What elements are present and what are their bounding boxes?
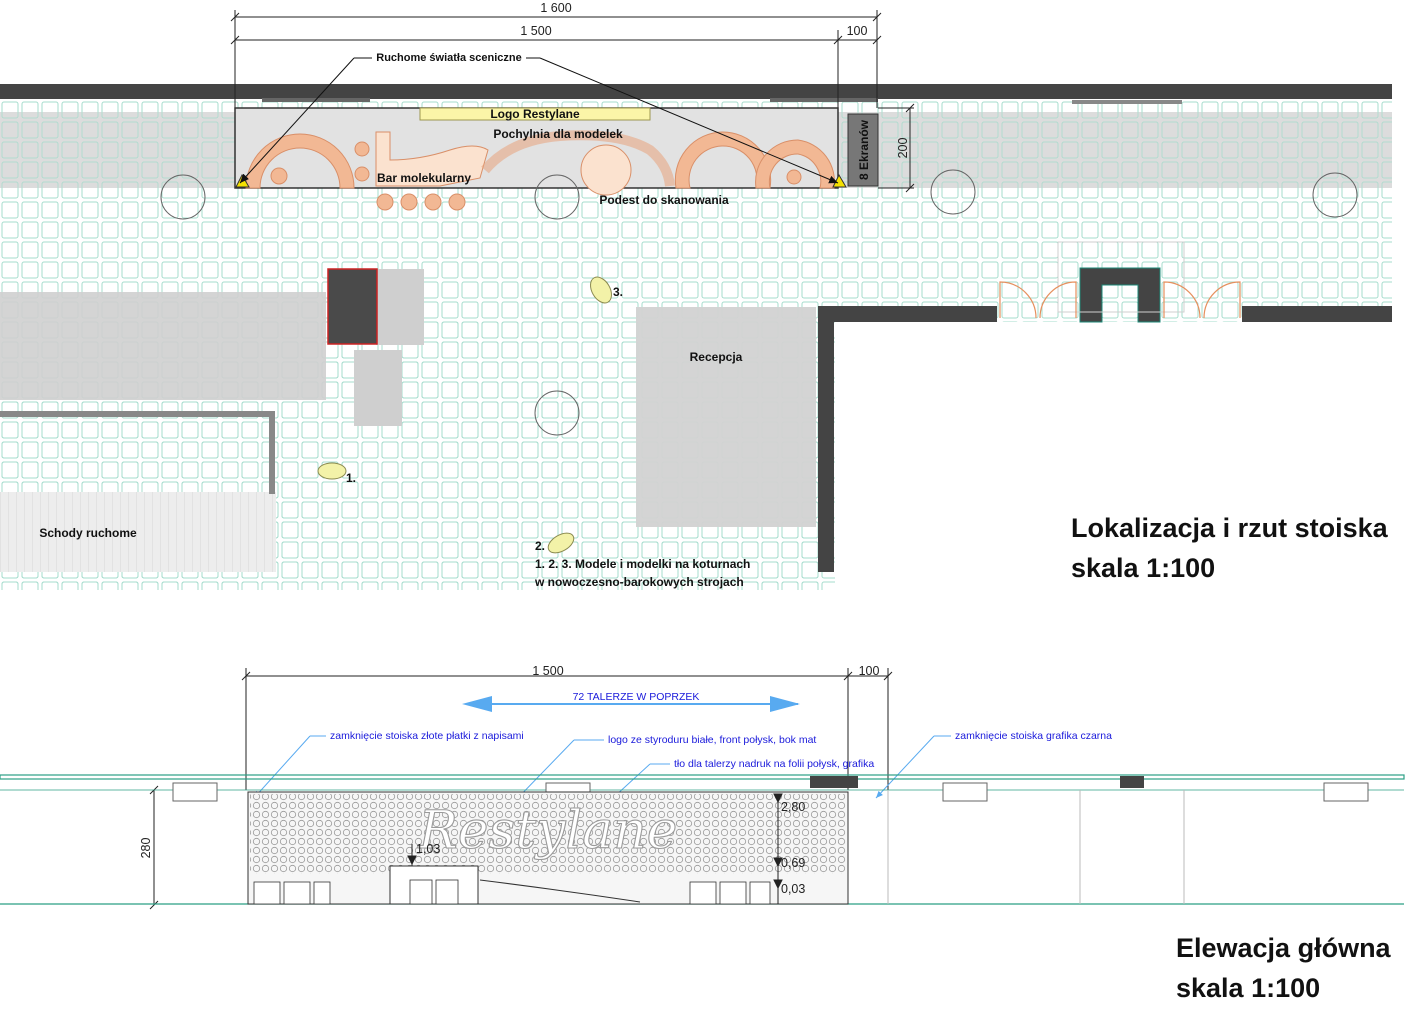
- dim-depth: 200: [896, 138, 910, 159]
- ramp-label: Pochylnia dla modelek: [493, 127, 623, 141]
- plan-title-line1: Lokalizacja i rzut stoiska: [1071, 513, 1388, 543]
- molecular-bar: [375, 131, 489, 187]
- lights-arrow-right: [539, 57, 839, 184]
- reception: [636, 307, 816, 527]
- floor-plan: 1 600 1 500 100 200 Logo Restylane: [0, 1, 1414, 602]
- model-2-label: 2.: [535, 539, 545, 553]
- dim-side: 100: [847, 24, 868, 38]
- plates-pattern: [250, 794, 846, 874]
- elev-dim-main: 1 500: [532, 664, 563, 678]
- models-note-2: w nowoczesno-barokowych strojach: [534, 575, 744, 589]
- elevation-title: Elewacja główna skala 1:100: [1176, 928, 1391, 1008]
- height-069: 0,69: [781, 856, 805, 870]
- doors: [999, 281, 1241, 319]
- plates-arrow-right: [770, 696, 800, 712]
- screens-label: 8 Ekranów: [857, 119, 871, 180]
- right-wall: [818, 306, 997, 572]
- logo-note: logo ze styroduru białe, front połysk, b…: [608, 734, 816, 746]
- model-3-label: 3.: [613, 285, 623, 299]
- black-leader: [875, 735, 935, 799]
- screens-block: [847, 113, 879, 187]
- height-103: 1,03: [416, 842, 440, 856]
- logo-label: Logo Restylane: [490, 107, 580, 121]
- wall-opening-3: [1072, 100, 1182, 104]
- right-wall-segment: [1242, 306, 1392, 322]
- scan-label: Podest do skanowania: [599, 193, 729, 207]
- runway-ramp: [481, 130, 675, 187]
- lights-label: Ruchome światła sceniczne: [376, 52, 522, 64]
- gold-leader: [253, 735, 311, 799]
- models-note-1: 1. 2. 3. Modele i modelki na koturnach: [535, 557, 750, 571]
- reception-label: Recepcja: [690, 350, 743, 364]
- plan-title-line2: skala 1:100: [1071, 553, 1216, 583]
- logo-bar: [419, 107, 651, 121]
- gray-corridor: [0, 292, 326, 400]
- door-niche: [1057, 241, 1185, 313]
- height-003: 0,03: [781, 882, 805, 896]
- black-note: zamknięcie stoiska grafika czarna: [955, 730, 1112, 742]
- elev-dim-height: 280: [139, 838, 153, 859]
- elevation-dimensions: [149, 668, 893, 910]
- gray-pad-2: [354, 350, 402, 426]
- outside-area: [835, 322, 1414, 602]
- bar-label: Bar molekularny: [377, 171, 471, 185]
- black-graphic-2: [1120, 776, 1144, 788]
- elevation-title-line2: skala 1:100: [1176, 973, 1321, 1003]
- dim-total: 1 600: [540, 1, 571, 15]
- hall-columns: [160, 169, 1358, 436]
- escalator: [0, 492, 276, 572]
- height-280: 2,80: [781, 800, 805, 814]
- counter-boxes: [253, 879, 771, 905]
- plan-title: Lokalizacja i rzut stoiska skala 1:100: [1071, 508, 1388, 588]
- model-1-label: 1.: [346, 471, 356, 485]
- elev-dim-side: 100: [859, 664, 880, 678]
- ceiling-line: [0, 774, 1405, 780]
- plates-arrow-left: [462, 696, 492, 712]
- door-frame: [1079, 267, 1161, 323]
- bg-note: tło dla talerzy nadruk na folii połysk, …: [674, 758, 874, 770]
- elevation: 1 500 100 280 72 TALERZE W POPRZEK zamkn…: [0, 664, 1405, 910]
- dim-main: 1 500: [520, 24, 551, 38]
- bar-counter: [389, 865, 479, 905]
- models: [317, 276, 612, 554]
- plates-note: 72 TALERZE W POPRZEK: [573, 691, 700, 703]
- black-graphic-1: [810, 776, 858, 788]
- scan-platform: [580, 144, 632, 196]
- wall-divisions: [887, 790, 1185, 904]
- height-markers: [407, 793, 783, 904]
- gray-pad: [376, 269, 424, 345]
- brand-logo: Restylane: [418, 801, 678, 861]
- ramp-elevation: [479, 879, 641, 903]
- lights-arrow-left: [239, 57, 355, 184]
- top-wall: [0, 84, 1392, 99]
- dark-block: [327, 268, 378, 345]
- plan-dimensions: [230, 10, 915, 193]
- escalator-label: Schody ruchome: [39, 526, 137, 540]
- escalator-rail: [0, 411, 275, 494]
- bar-stools: [270, 141, 802, 211]
- gold-note: zamknięcie stoiska złote płatki z napisa…: [330, 730, 524, 742]
- wall-opening-2: [770, 98, 878, 102]
- elevation-title-line1: Elewacja główna: [1176, 933, 1391, 963]
